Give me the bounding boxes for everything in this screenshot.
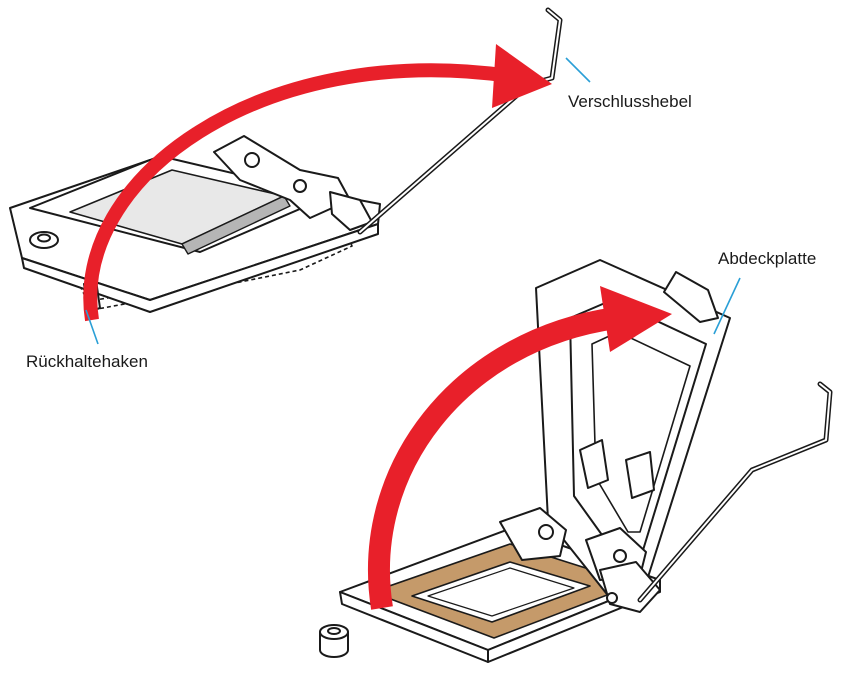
arrow-raise-plate-body xyxy=(367,307,618,610)
callout-line-hook xyxy=(85,309,99,345)
arrow-lift-lever-head xyxy=(492,44,552,108)
lower-screw-hole xyxy=(606,592,618,604)
plate-tab-left xyxy=(579,439,609,489)
screw-cap-icon xyxy=(319,624,349,658)
hinge-pin-left xyxy=(244,152,260,168)
lower-hinge-pin-right xyxy=(613,549,627,563)
socket-base-front-edge xyxy=(21,223,379,313)
plate-top-notch xyxy=(663,271,719,323)
arrow-raise-plate xyxy=(367,286,672,610)
callout-line-plate xyxy=(713,277,741,335)
hinge-pin-right xyxy=(293,179,307,193)
lever-arm xyxy=(357,7,563,235)
arrow-lift-lever-body xyxy=(83,63,511,322)
open-socket-assembly xyxy=(319,259,833,663)
contact-window-inner xyxy=(427,567,575,617)
lower-hinge-left xyxy=(499,507,567,561)
cover-plate-shadow xyxy=(181,195,291,255)
screw-boss-inner xyxy=(37,233,51,243)
lever-arm-inner xyxy=(359,9,561,233)
plate-tab-right xyxy=(625,451,655,499)
arrow-lift-lever xyxy=(83,44,552,322)
label-abdeckplatte: Abdeckplatte xyxy=(718,249,817,268)
label-verschlusshebel: Verschlusshebel xyxy=(568,92,692,111)
lever-pivot-clip xyxy=(329,191,373,231)
label-rueckhaltehaken: Rückhaltehaken xyxy=(26,352,148,371)
callout-lines xyxy=(85,57,741,345)
closed-socket-assembly xyxy=(9,7,563,313)
screw-cap-slot xyxy=(327,627,341,635)
lower-lever-arm-inner xyxy=(639,383,831,601)
arrow-raise-plate-head xyxy=(600,286,672,352)
lower-hinge-pin-left xyxy=(538,524,554,540)
callout-line-lever xyxy=(565,57,591,83)
